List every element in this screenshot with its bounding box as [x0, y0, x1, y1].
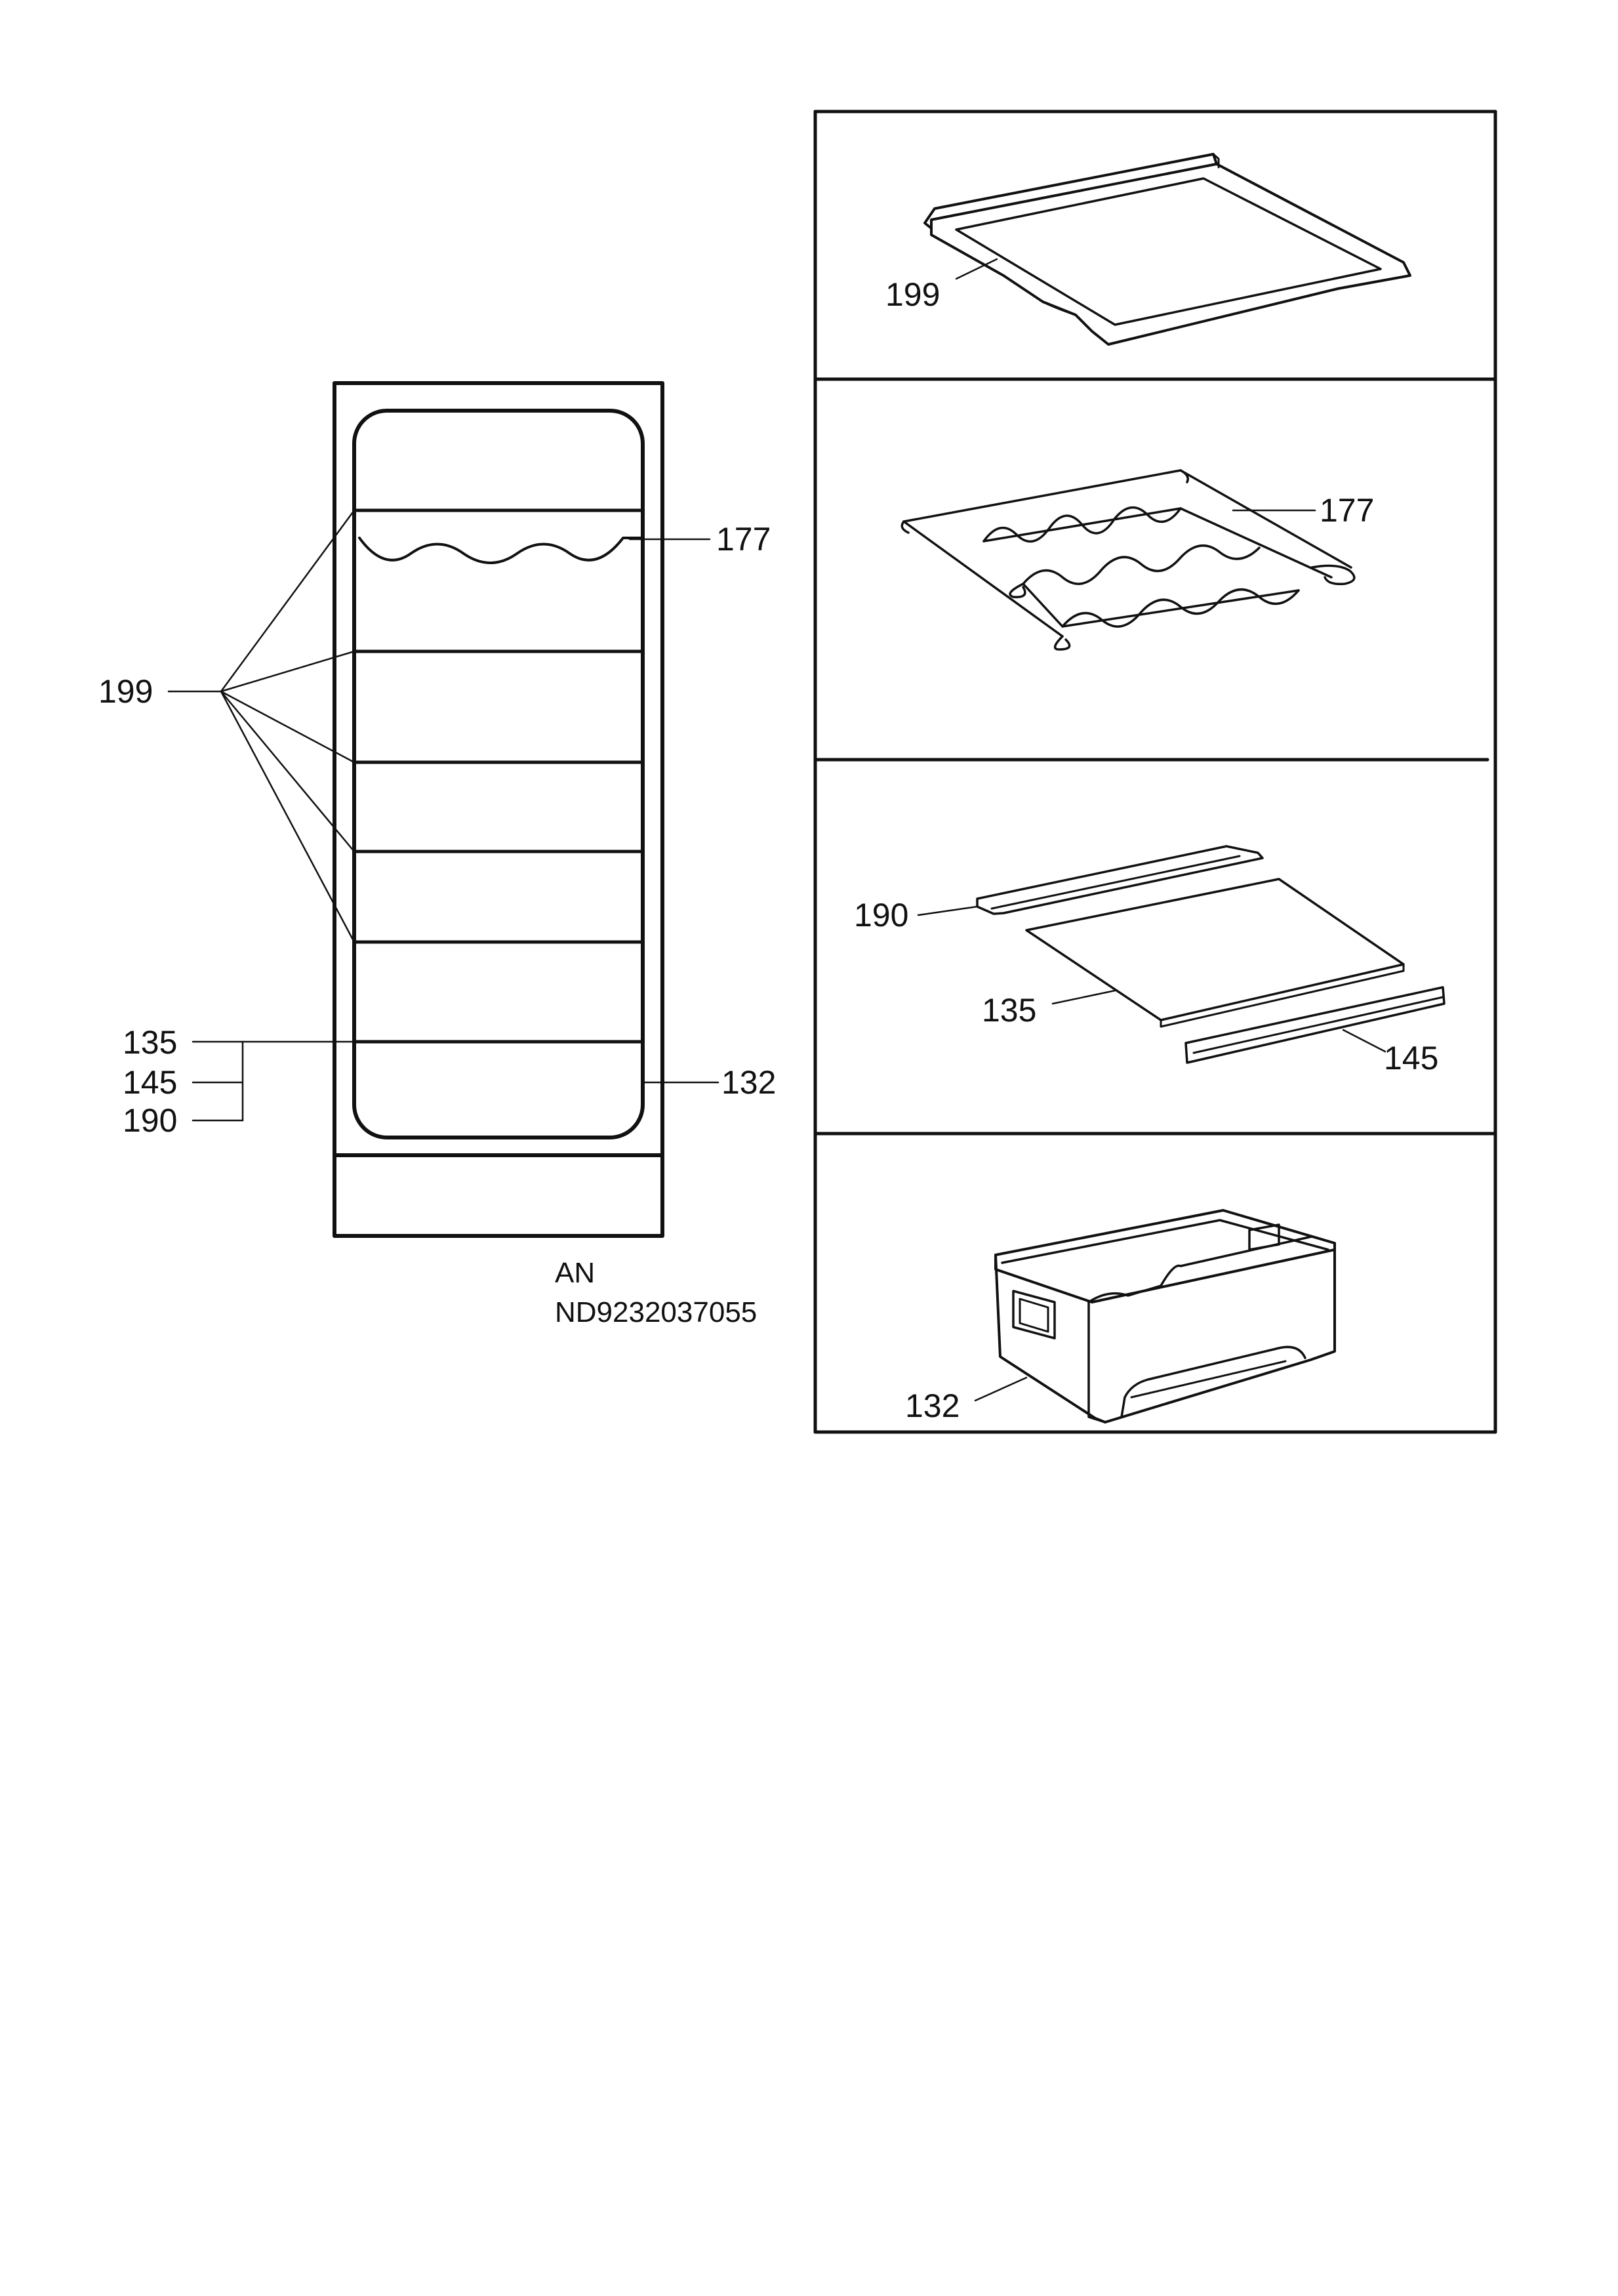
label-199-panel: 199 — [885, 276, 940, 313]
leader-135-panel — [1051, 989, 1116, 1005]
panel-drawer: 132 — [905, 1209, 1336, 1424]
label-199: 199 — [98, 673, 153, 710]
label-132-panel: 132 — [905, 1387, 960, 1424]
cabinet-shelves — [352, 508, 645, 1044]
leader-199-panel — [955, 258, 998, 280]
leader-135-145-190 — [192, 1040, 355, 1122]
rear-profile-illustration — [976, 845, 1264, 915]
parts-panels — [813, 110, 1497, 1434]
leader-132-panel — [974, 1376, 1028, 1402]
label-135: 135 — [123, 1024, 177, 1061]
cabinet-inner-liner — [352, 409, 645, 1139]
label-132: 132 — [721, 1064, 776, 1101]
cabinet-outer-frame — [333, 381, 664, 1238]
panel-glass-shelf: 199 — [885, 153, 1411, 346]
panel-shelf-parts: 190 135 145 — [854, 845, 1446, 1076]
cabinet-schematic: 199 177 135 145 190 132 — [98, 381, 776, 1238]
caption-line-1: AN — [555, 1257, 595, 1289]
drawer-illustration — [994, 1209, 1336, 1424]
leader-145-panel — [1342, 1029, 1386, 1053]
label-145: 145 — [123, 1064, 177, 1101]
wine-rack-illustration — [900, 469, 1356, 651]
cabinet-wine-rack-wave — [358, 537, 643, 564]
label-177: 177 — [716, 521, 771, 558]
glass-plate-illustration — [1025, 878, 1405, 1028]
label-190: 190 — [123, 1102, 177, 1139]
label-190-panel: 190 — [854, 897, 908, 933]
front-profile-illustration — [1184, 986, 1446, 1064]
label-135-panel: 135 — [982, 992, 1036, 1029]
label-177-panel: 177 — [1320, 492, 1374, 529]
glass-shelf-illustration — [923, 153, 1411, 346]
panel-wine-rack: 177 — [900, 469, 1374, 651]
caption-line-2: ND9232037055 — [555, 1296, 757, 1328]
label-145-panel: 145 — [1384, 1040, 1438, 1076]
leader-190-panel — [917, 905, 979, 916]
leader-199 — [167, 509, 355, 943]
